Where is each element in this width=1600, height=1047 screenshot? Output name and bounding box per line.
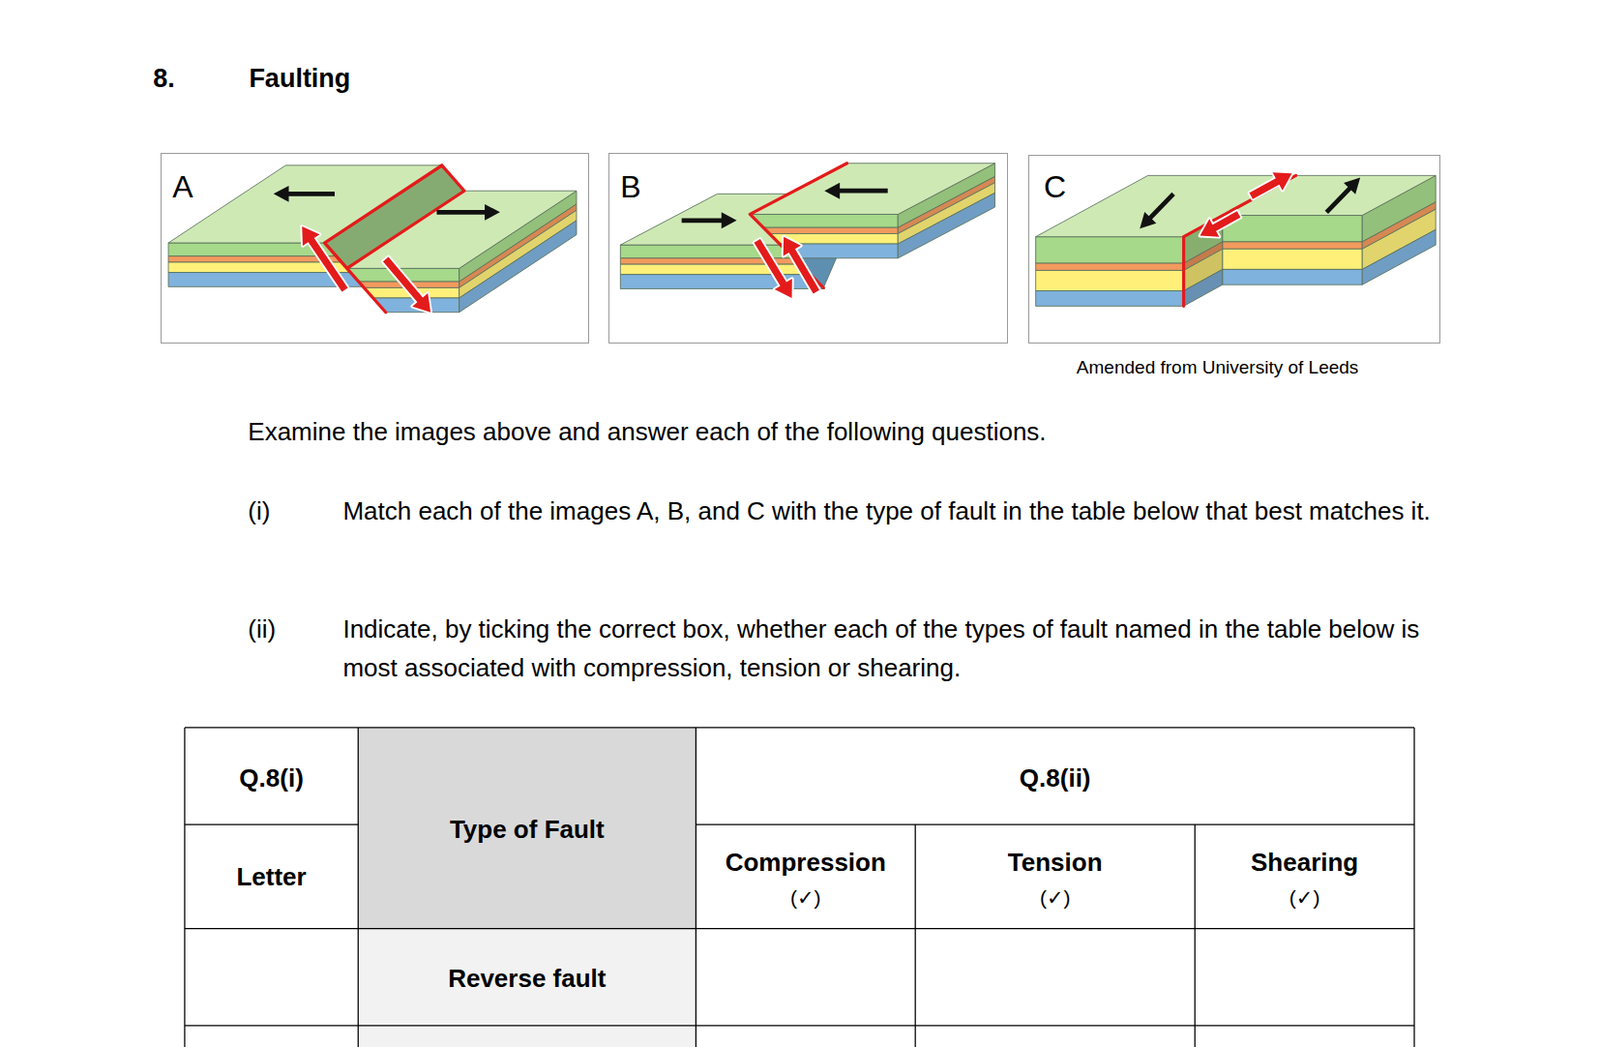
- rock-layer-front: [620, 274, 825, 290]
- block-top-surface: [1036, 175, 1297, 237]
- table-cell-fill: [357, 1025, 696, 1047]
- answer-table: [184, 727, 1415, 1047]
- table-rule: [695, 727, 697, 1047]
- table-rule: [1413, 727, 1415, 1047]
- motion-arrow: [824, 182, 888, 200]
- rock-layer-front: [168, 256, 342, 263]
- table-rule: [915, 824, 917, 1047]
- table-header: Letter: [184, 859, 358, 893]
- table-header: Tension: [915, 845, 1195, 879]
- part-number: (i): [247, 494, 270, 528]
- question-text: Indicate, by ticking the correct box, wh…: [342, 609, 1460, 687]
- tick-hint: (✓): [1194, 881, 1415, 915]
- rock-layer-front: [749, 213, 898, 228]
- table-rule: [184, 1024, 1415, 1026]
- rock-layer-front: [1036, 237, 1185, 264]
- rock-layer-front: [763, 227, 898, 234]
- rock-layer-front: [1222, 248, 1363, 269]
- table-cell: Reverse fault: [357, 961, 696, 995]
- panel-letter: C: [1043, 167, 1067, 207]
- table-header: Shearing: [1194, 845, 1415, 879]
- panel-letter: B: [620, 167, 641, 207]
- slip-arrow: [1200, 210, 1242, 237]
- rock-layer-front: [1036, 269, 1185, 291]
- fault-block-diagrams: [168, 163, 1436, 313]
- tick-hint: (✓): [695, 881, 916, 915]
- motion-arrow: [1325, 177, 1362, 214]
- rock-layer-front: [1036, 263, 1185, 270]
- slip-arrow: [383, 256, 431, 312]
- fault-line: [1184, 175, 1297, 306]
- table-header: Q.8(i): [184, 761, 358, 795]
- rock-layer-side: [1362, 229, 1436, 285]
- table-rule: [357, 727, 359, 1047]
- tick-hint: (✓): [915, 881, 1195, 915]
- table-cell-fill: [357, 928, 696, 1026]
- rock-layer-side: [1184, 268, 1223, 306]
- table-rule: [184, 927, 1415, 929]
- rock-layer-front: [1222, 268, 1363, 285]
- motion-arrow: [273, 185, 335, 203]
- slip-arrow: [301, 226, 348, 292]
- motion-arrow: [436, 204, 500, 221]
- panel-letter: A: [172, 167, 193, 207]
- rock-layer-front: [1222, 215, 1363, 242]
- question-title: Faulting: [248, 61, 351, 95]
- source-caption: Amended from University of Leeds: [1076, 355, 1359, 381]
- motion-arrow: [1139, 192, 1176, 230]
- slip-arrow: [1248, 172, 1292, 200]
- table-rule: [1194, 824, 1196, 1047]
- table-header: Type of Fault: [357, 812, 696, 846]
- table-rule: [184, 823, 358, 825]
- rock-layer-front: [1222, 241, 1363, 249]
- part-number: (ii): [247, 612, 276, 646]
- rock-layer-front: [1036, 291, 1185, 307]
- question-text: Match each of the images A, B, and C wit…: [342, 491, 1451, 531]
- slip-arrow: [783, 237, 820, 295]
- table-rule: [183, 727, 185, 1047]
- fault-panel: B: [608, 152, 1009, 344]
- block-top-surface: [749, 163, 995, 215]
- reverse-fault-block: [620, 163, 995, 298]
- table-rule: [695, 823, 1415, 825]
- table-header: Q.8(ii): [695, 761, 1415, 795]
- table-header: Compression: [695, 845, 916, 879]
- strike-slip-fault-block: [1036, 172, 1437, 306]
- table-cell-fill: [357, 727, 696, 929]
- fault-panel: C: [1028, 154, 1441, 344]
- motion-arrow: [681, 211, 738, 229]
- instruction-text: Examine the images above and answer each…: [247, 414, 1046, 448]
- normal-fault-block: [168, 165, 577, 313]
- fault-panel: A: [160, 152, 590, 344]
- question-number: 8.: [152, 61, 176, 95]
- table-rule: [184, 726, 1415, 728]
